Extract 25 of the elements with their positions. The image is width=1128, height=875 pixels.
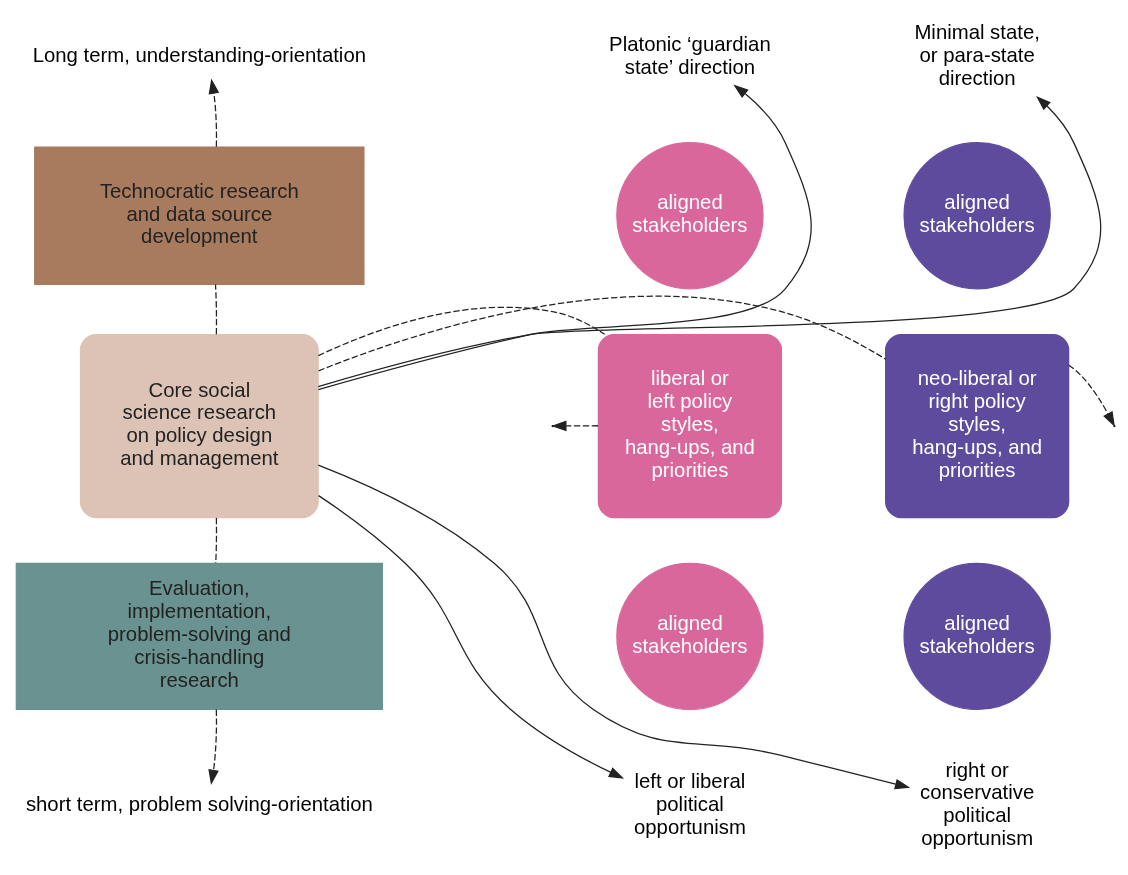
node-box: Technocratic research and data source development [34, 146, 365, 285]
node-box: Evaluation, implementation, problem-solving and crisis-handling research [15, 562, 383, 711]
connector [214, 283, 218, 335]
node-text: short term, problem solving-orientation [25, 792, 373, 815]
node-text: right or conservative political opportunism [920, 758, 1035, 850]
arrow [208, 78, 220, 148]
node-box: liberal or left policy styles, hang-ups, and priorities [597, 333, 783, 519]
arrow [208, 708, 219, 785]
node-circle: aligned stakeholders [616, 142, 764, 290]
connector [215, 517, 218, 564]
node-box: Core social science research on policy design and management [79, 333, 319, 519]
arrow [317, 95, 1102, 388]
node-circle: aligned stakeholders [903, 562, 1051, 711]
arrow [318, 495, 625, 779]
arrow [317, 464, 911, 790]
connector [318, 295, 887, 372]
node-text: Minimal state, or para-state direction [914, 21, 1040, 90]
node-text: Platonic ‘guardian state’ direction [609, 32, 771, 78]
node-circle: aligned stakeholders [903, 142, 1051, 290]
node-box: neo-liberal or right policy styles, hang-ups, and priorities [885, 333, 1070, 519]
node-text: left or liberal political opportunism [633, 770, 746, 838]
node-circle: aligned stakeholders [616, 562, 764, 711]
arrow [317, 84, 812, 391]
node-text: Long term, understanding-orientation [32, 44, 367, 67]
connector [317, 306, 606, 357]
